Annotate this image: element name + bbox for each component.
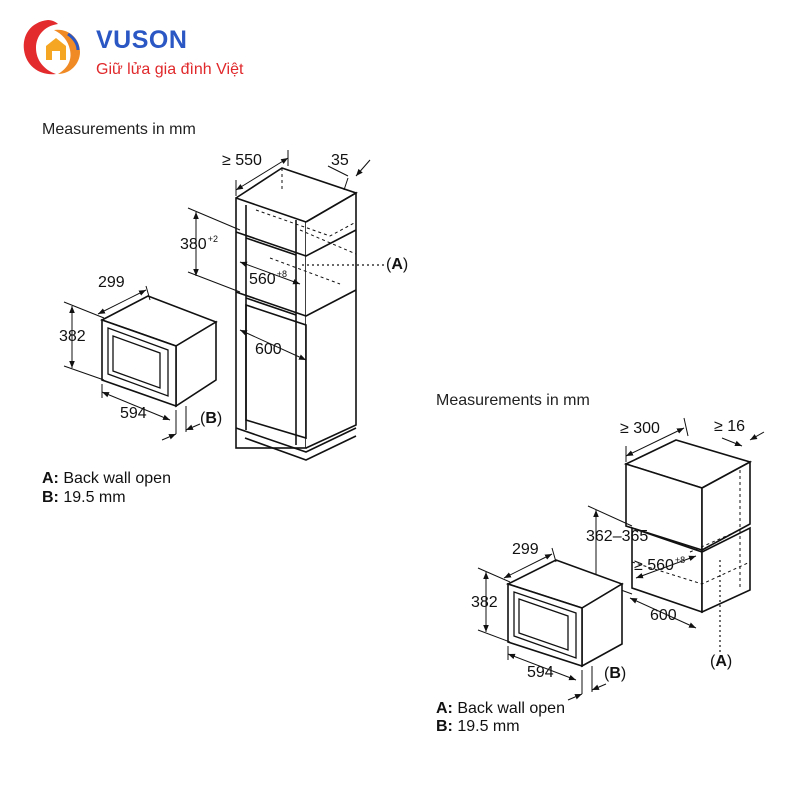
microwave-left <box>99 295 218 408</box>
right-legend-b: B: 19.5 mm <box>436 718 520 735</box>
tall-cabinet-left <box>235 167 358 461</box>
left-depth-min-label: ≥ 550 <box>222 152 262 169</box>
right-cabinet-width-label: 600 <box>650 607 677 624</box>
left-appliance-depth-label: 299 <box>98 274 125 291</box>
brand-tagline: Giữ lửa gia đình Việt <box>96 61 244 78</box>
right-appliance-height-label: 382 <box>471 594 498 611</box>
left-cabinet-width-label: 600 <box>255 341 282 358</box>
left-callout-a: (A) <box>386 256 409 273</box>
microwave-right <box>505 559 624 668</box>
brand-name: VUSON <box>96 26 188 54</box>
left-top-gap-label: 35 <box>331 152 349 169</box>
left-niche-width-label: 560+8 <box>249 269 287 288</box>
right-top-gap-label: ≥ 16 <box>714 418 746 435</box>
wall-cabinet-right <box>623 439 753 614</box>
right-depth-min-label: ≥ 300 <box>620 420 660 437</box>
left-callout-b: (B) <box>200 410 223 427</box>
right-appliance-depth-label: 299 <box>512 541 539 558</box>
right-appliance-width-label: 594 <box>527 664 554 681</box>
right-legend-a: A: Back wall open <box>436 700 565 717</box>
left-appliance-height-label: 382 <box>59 328 86 345</box>
right-callout-a: (A) <box>710 653 733 670</box>
right-niche-height-label: 362–365 <box>586 528 649 545</box>
vuson-logo-icon <box>23 20 80 75</box>
left-legend-b: B: 19.5 mm <box>42 489 126 506</box>
left-appliance-width-label: 594 <box>120 405 147 422</box>
right-callout-b: (B) <box>604 665 627 682</box>
right-heading: Measurements in mm <box>436 392 590 409</box>
left-legend-a: A: Back wall open <box>42 470 171 487</box>
left-heading: Measurements in mm <box>42 121 196 138</box>
right-niche-width-label: ≥ 560+8 <box>634 555 686 574</box>
left-niche-height-label: 380+2 <box>180 234 218 253</box>
